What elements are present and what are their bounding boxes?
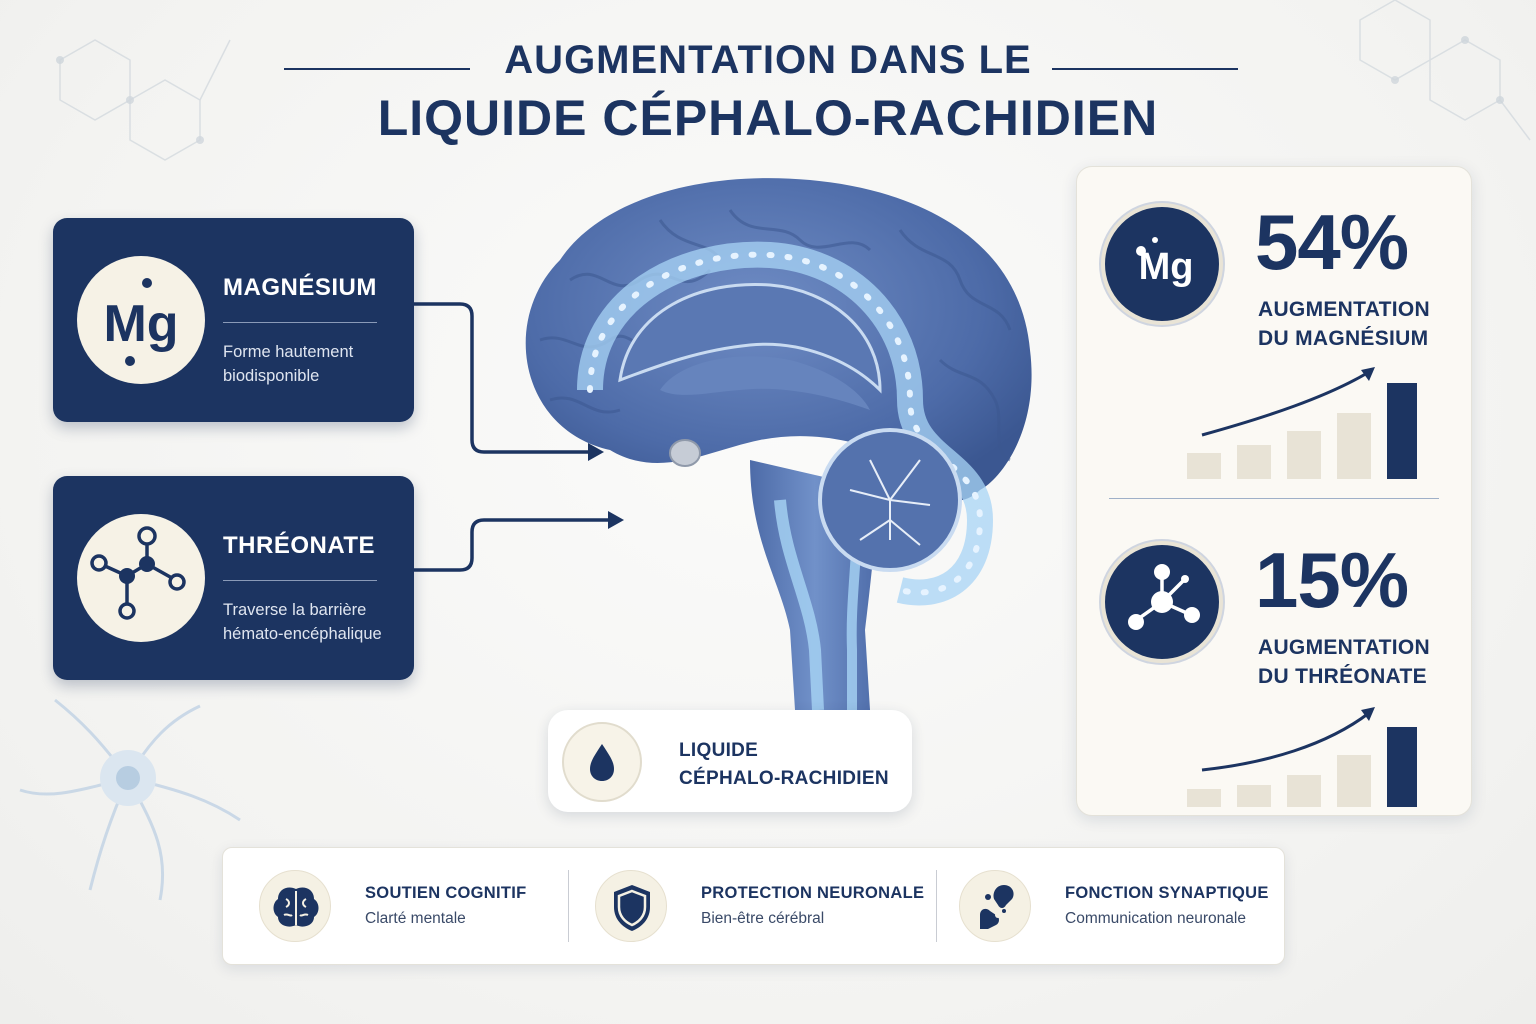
- magnesium-symbol-icon: Mg: [1101, 203, 1223, 325]
- stat-label: AUGMENTATION DU THRÉONATE: [1258, 633, 1458, 691]
- benefit-subtitle: Communication neuronale: [1065, 910, 1246, 927]
- benefit-subtitle: Bien-être cérébral: [701, 910, 825, 927]
- shield-icon: [595, 870, 667, 942]
- stat-threonate: 15% AUGMENTATION DU THRÉONATE: [1077, 505, 1473, 825]
- benefit-synaptic: FONCTION SYNAPTIQUE Communication neuron…: [923, 848, 1286, 966]
- magnesium-symbol-text: Mg: [103, 295, 178, 353]
- benefit-cognitive: SOUTIEN COGNITIF Clarté mentale: [223, 848, 568, 966]
- stat-label-line-1: AUGMENTATION: [1258, 298, 1430, 321]
- title-line-1: AUGMENTATION DANS LE: [284, 38, 1239, 82]
- brain-illustration: [525, 178, 1032, 711]
- benefit-title: PROTECTION NEURONALE: [701, 884, 925, 902]
- stat-magnesium: Mg 54% AUGMENTATION DU MAGNÉSIUM: [1077, 167, 1473, 487]
- threonate-title: THRÉONATE: [223, 532, 376, 559]
- magnesium-symbol-icon: Mg: [77, 256, 205, 384]
- molecule-icon: [1101, 541, 1223, 663]
- benefit-title: FONCTION SYNAPTIQUE: [1065, 884, 1269, 902]
- input-card-magnesium: Mg MAGNÉSIUM Forme hautement biodisponib…: [53, 218, 414, 422]
- csf-label-line-2: CÉPHALO-RACHIDIEN: [679, 768, 889, 789]
- trend-chart-icon: [1187, 707, 1417, 807]
- csf-label: LIQUIDE CÉPHALO-RACHIDIEN: [679, 737, 889, 793]
- trend-chart-icon: [1187, 367, 1417, 479]
- stats-panel: Mg 54% AUGMENTATION DU MAGNÉSIUM: [1076, 166, 1472, 816]
- benefit-separator: [568, 870, 569, 942]
- benefit-subtitle: Clarté mentale: [365, 910, 466, 927]
- csf-label-line-1: LIQUIDE: [679, 740, 759, 761]
- stats-divider: [1109, 498, 1439, 499]
- stat-label-line-1: AUGMENTATION: [1258, 636, 1430, 659]
- csf-label-card: LIQUIDE CÉPHALO-RACHIDIEN: [548, 710, 912, 812]
- input-card-threonate: THRÉONATE Traverse la barrière hémato-en…: [53, 476, 414, 680]
- page-title: AUGMENTATION DANS LE LIQUIDE CÉPHALO-RAC…: [0, 38, 1536, 147]
- stat-value: 54%: [1255, 198, 1409, 286]
- threonate-description: Traverse la barrière hémato-encéphalique: [223, 601, 382, 643]
- stat-label-line-2: DU THRÉONATE: [1258, 665, 1427, 688]
- stat-symbol-text: Mg: [1139, 246, 1194, 288]
- droplet-icon: [562, 722, 642, 802]
- molecule-icon: [77, 514, 205, 642]
- divider: [223, 580, 377, 581]
- stat-value: 15%: [1255, 536, 1409, 624]
- title-line-2: LIQUIDE CÉPHALO-RACHIDIEN: [377, 90, 1159, 146]
- benefit-separator: [936, 870, 937, 942]
- stat-label: AUGMENTATION DU MAGNÉSIUM: [1258, 295, 1458, 353]
- stat-label-line-2: DU MAGNÉSIUM: [1258, 327, 1429, 350]
- brain-icon: [259, 870, 331, 942]
- benefit-title: SOUTIEN COGNITIF: [365, 884, 527, 902]
- magnesium-description: Forme hautement biodisponible: [223, 343, 354, 385]
- magnesium-title: MAGNÉSIUM: [223, 274, 377, 301]
- divider: [223, 322, 377, 323]
- benefits-bar: SOUTIEN COGNITIF Clarté mentale PROTECTI…: [222, 847, 1285, 965]
- benefit-protection: PROTECTION NEURONALE Bien-être cérébral: [559, 848, 937, 966]
- synapse-icon: [959, 870, 1031, 942]
